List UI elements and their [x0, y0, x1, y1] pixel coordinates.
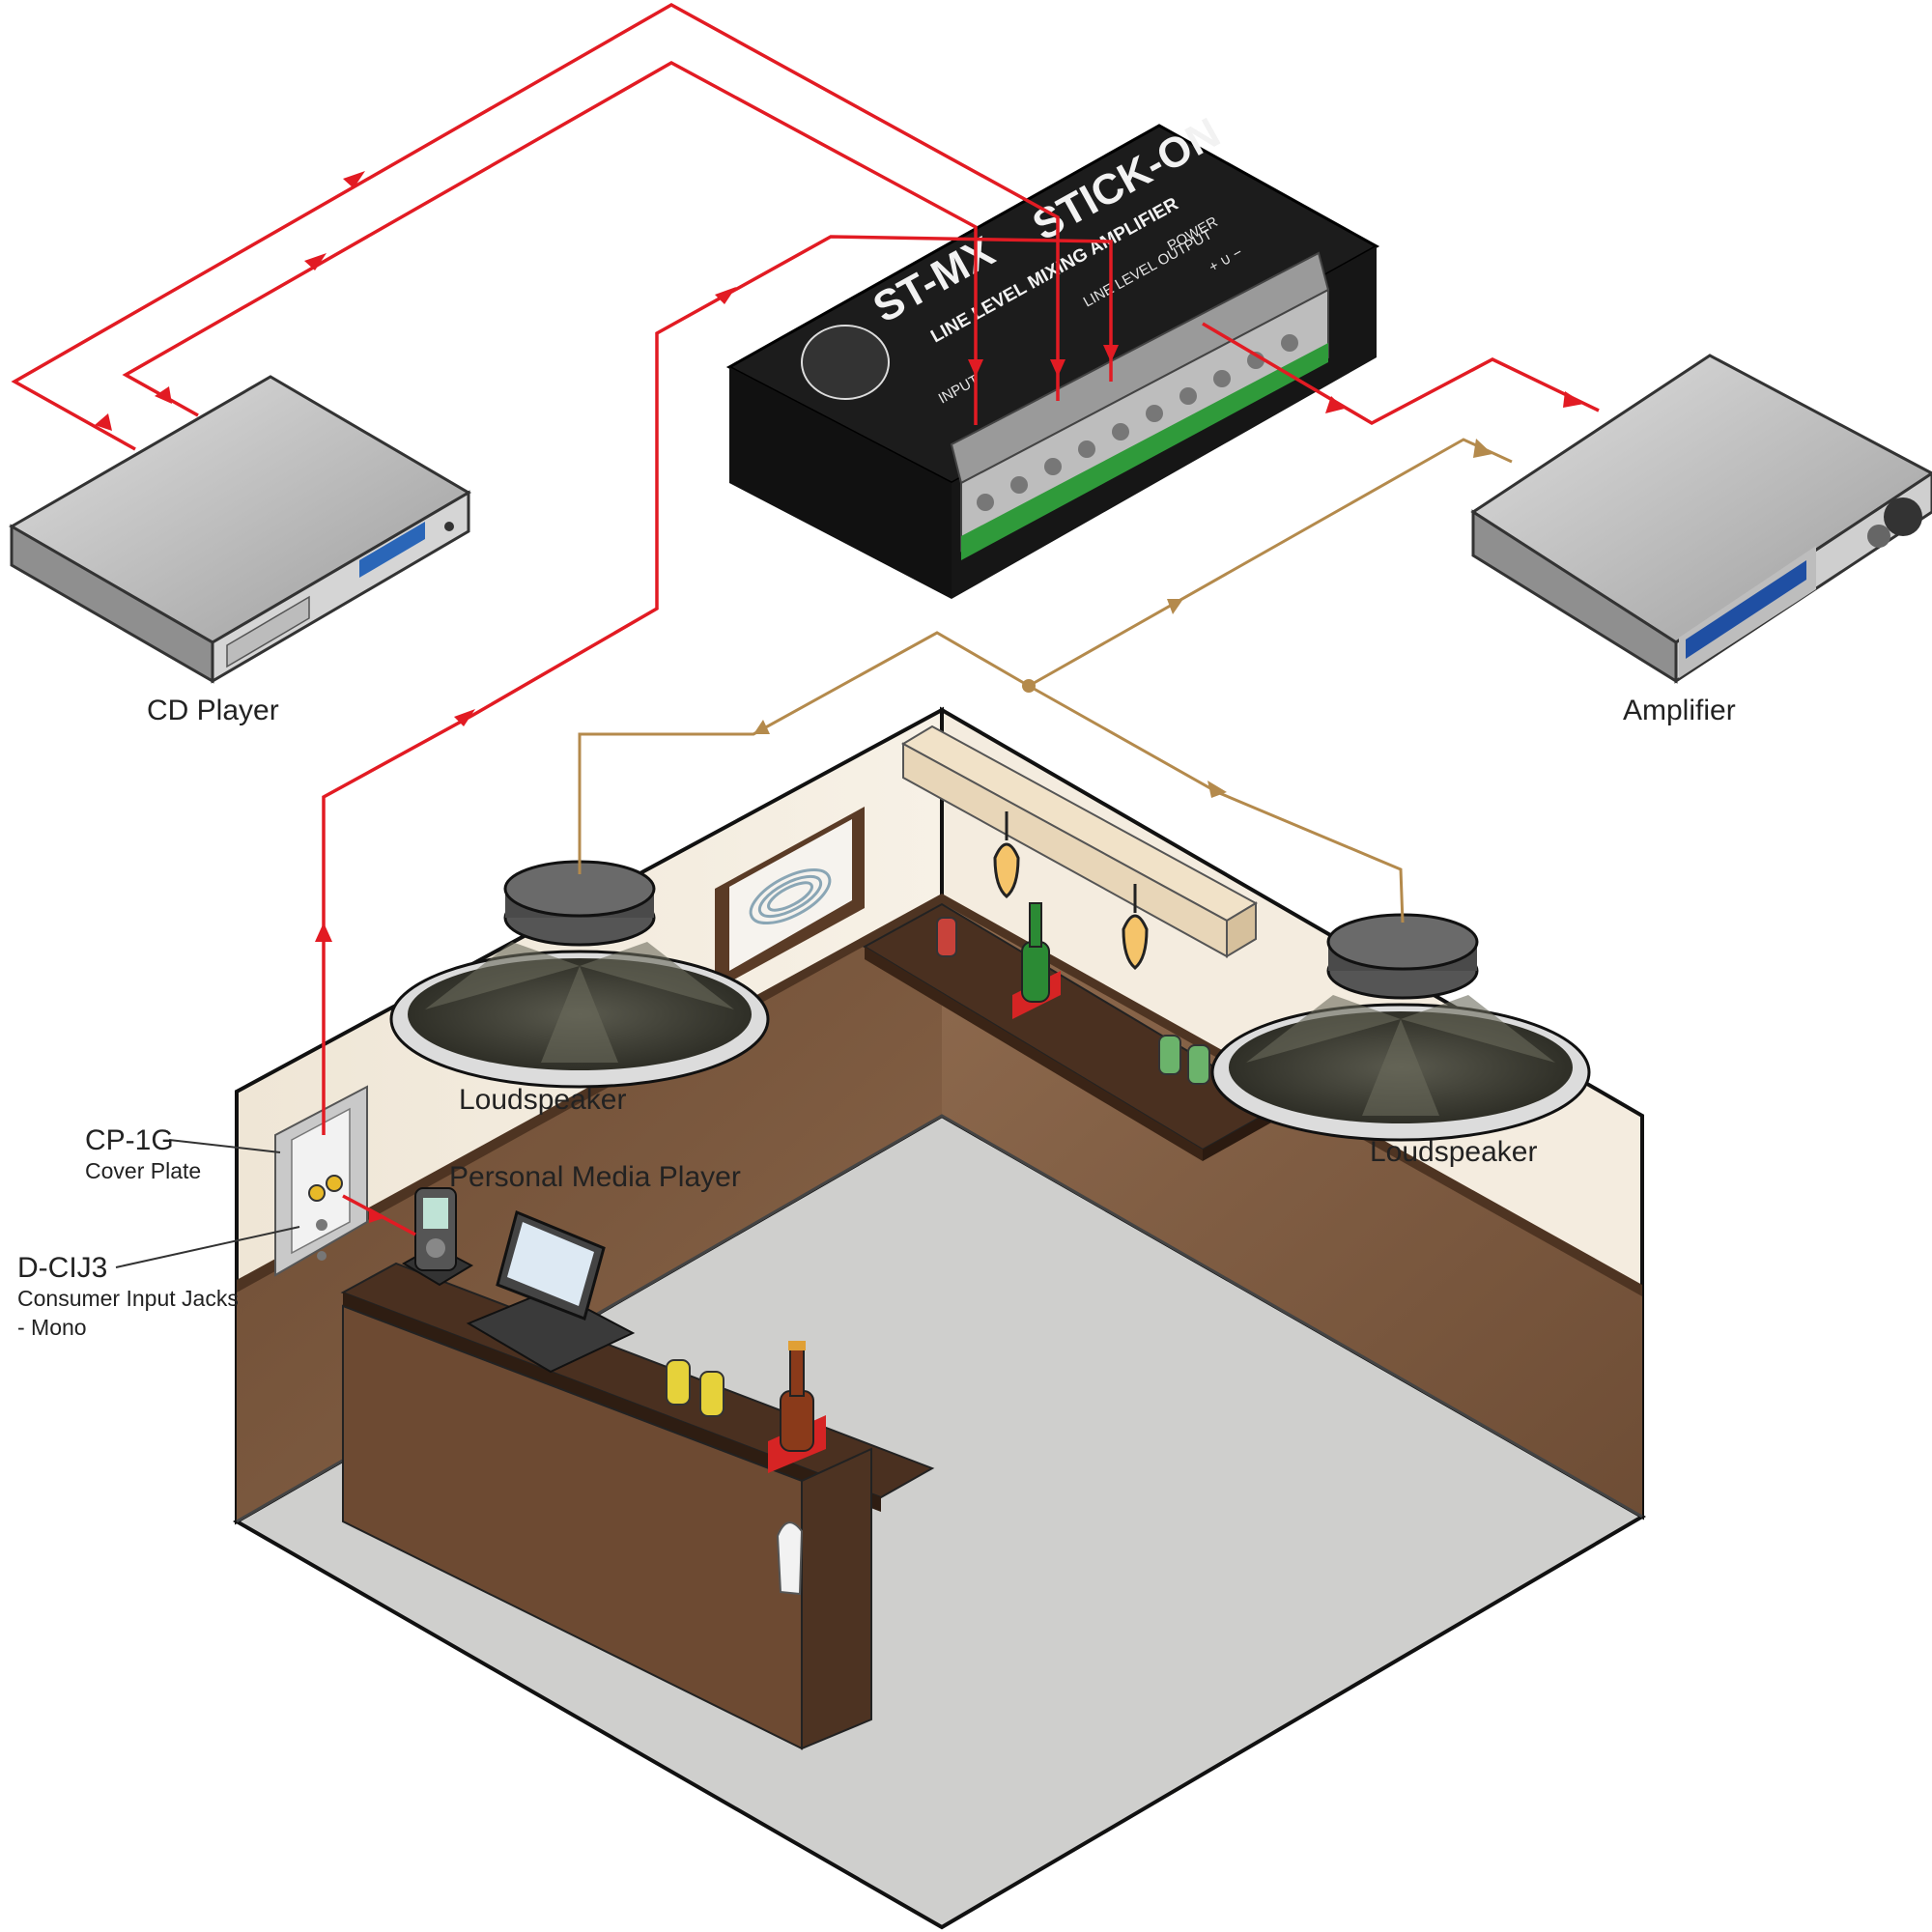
amplifier-graphic — [1470, 354, 1932, 684]
loudspeaker-left-graphic — [389, 860, 770, 1089]
wire-speaker-right — [1028, 684, 1405, 923]
label-amplifier: Amplifier — [1623, 695, 1736, 726]
line-level-wiring — [11, 2, 1600, 1236]
wire-cd-left — [11, 2, 1060, 451]
wire-arrows — [95, 171, 1584, 1223]
room — [232, 706, 1646, 1930]
label-personal-media-player: Personal Media Player — [449, 1161, 741, 1193]
callout-leaders — [115, 1139, 300, 1268]
label-loudspeaker-left: Loudspeaker — [459, 1084, 626, 1116]
label-loudspeaker-right: Loudspeaker — [1370, 1136, 1537, 1168]
pos-terminal — [466, 1209, 636, 1374]
label-cd-player: CD Player — [147, 695, 279, 726]
mixer-graphic: ST-MX STICK-ON LINE LEVEL MIXING AMPLIFI… — [725, 109, 1380, 599]
wire-mixer-amp — [1202, 322, 1600, 426]
loudspeaker-right-graphic — [1210, 913, 1591, 1142]
label-jacks-desc-1: Consumer Input Jacks — [17, 1286, 239, 1311]
terminal-screws — [977, 334, 1298, 511]
back-shelf — [862, 902, 1282, 1161]
bar-counter — [340, 1262, 935, 1750]
wall-picture — [715, 807, 865, 990]
light-bar — [900, 724, 1259, 970]
label-jacks-model: D-CIJ3 — [17, 1252, 107, 1284]
wire-wall-jack — [322, 235, 1113, 1135]
label-cover-plate-model: CP-1G — [85, 1124, 174, 1156]
wire-cd-right — [122, 60, 978, 425]
personal-media-player — [402, 1187, 474, 1287]
cd-player-graphic — [9, 375, 471, 684]
label-cover-plate-desc: Cover Plate — [85, 1158, 201, 1183]
label-jacks-desc-2: - Mono — [17, 1315, 87, 1340]
speaker-wire-arrows — [753, 439, 1492, 798]
